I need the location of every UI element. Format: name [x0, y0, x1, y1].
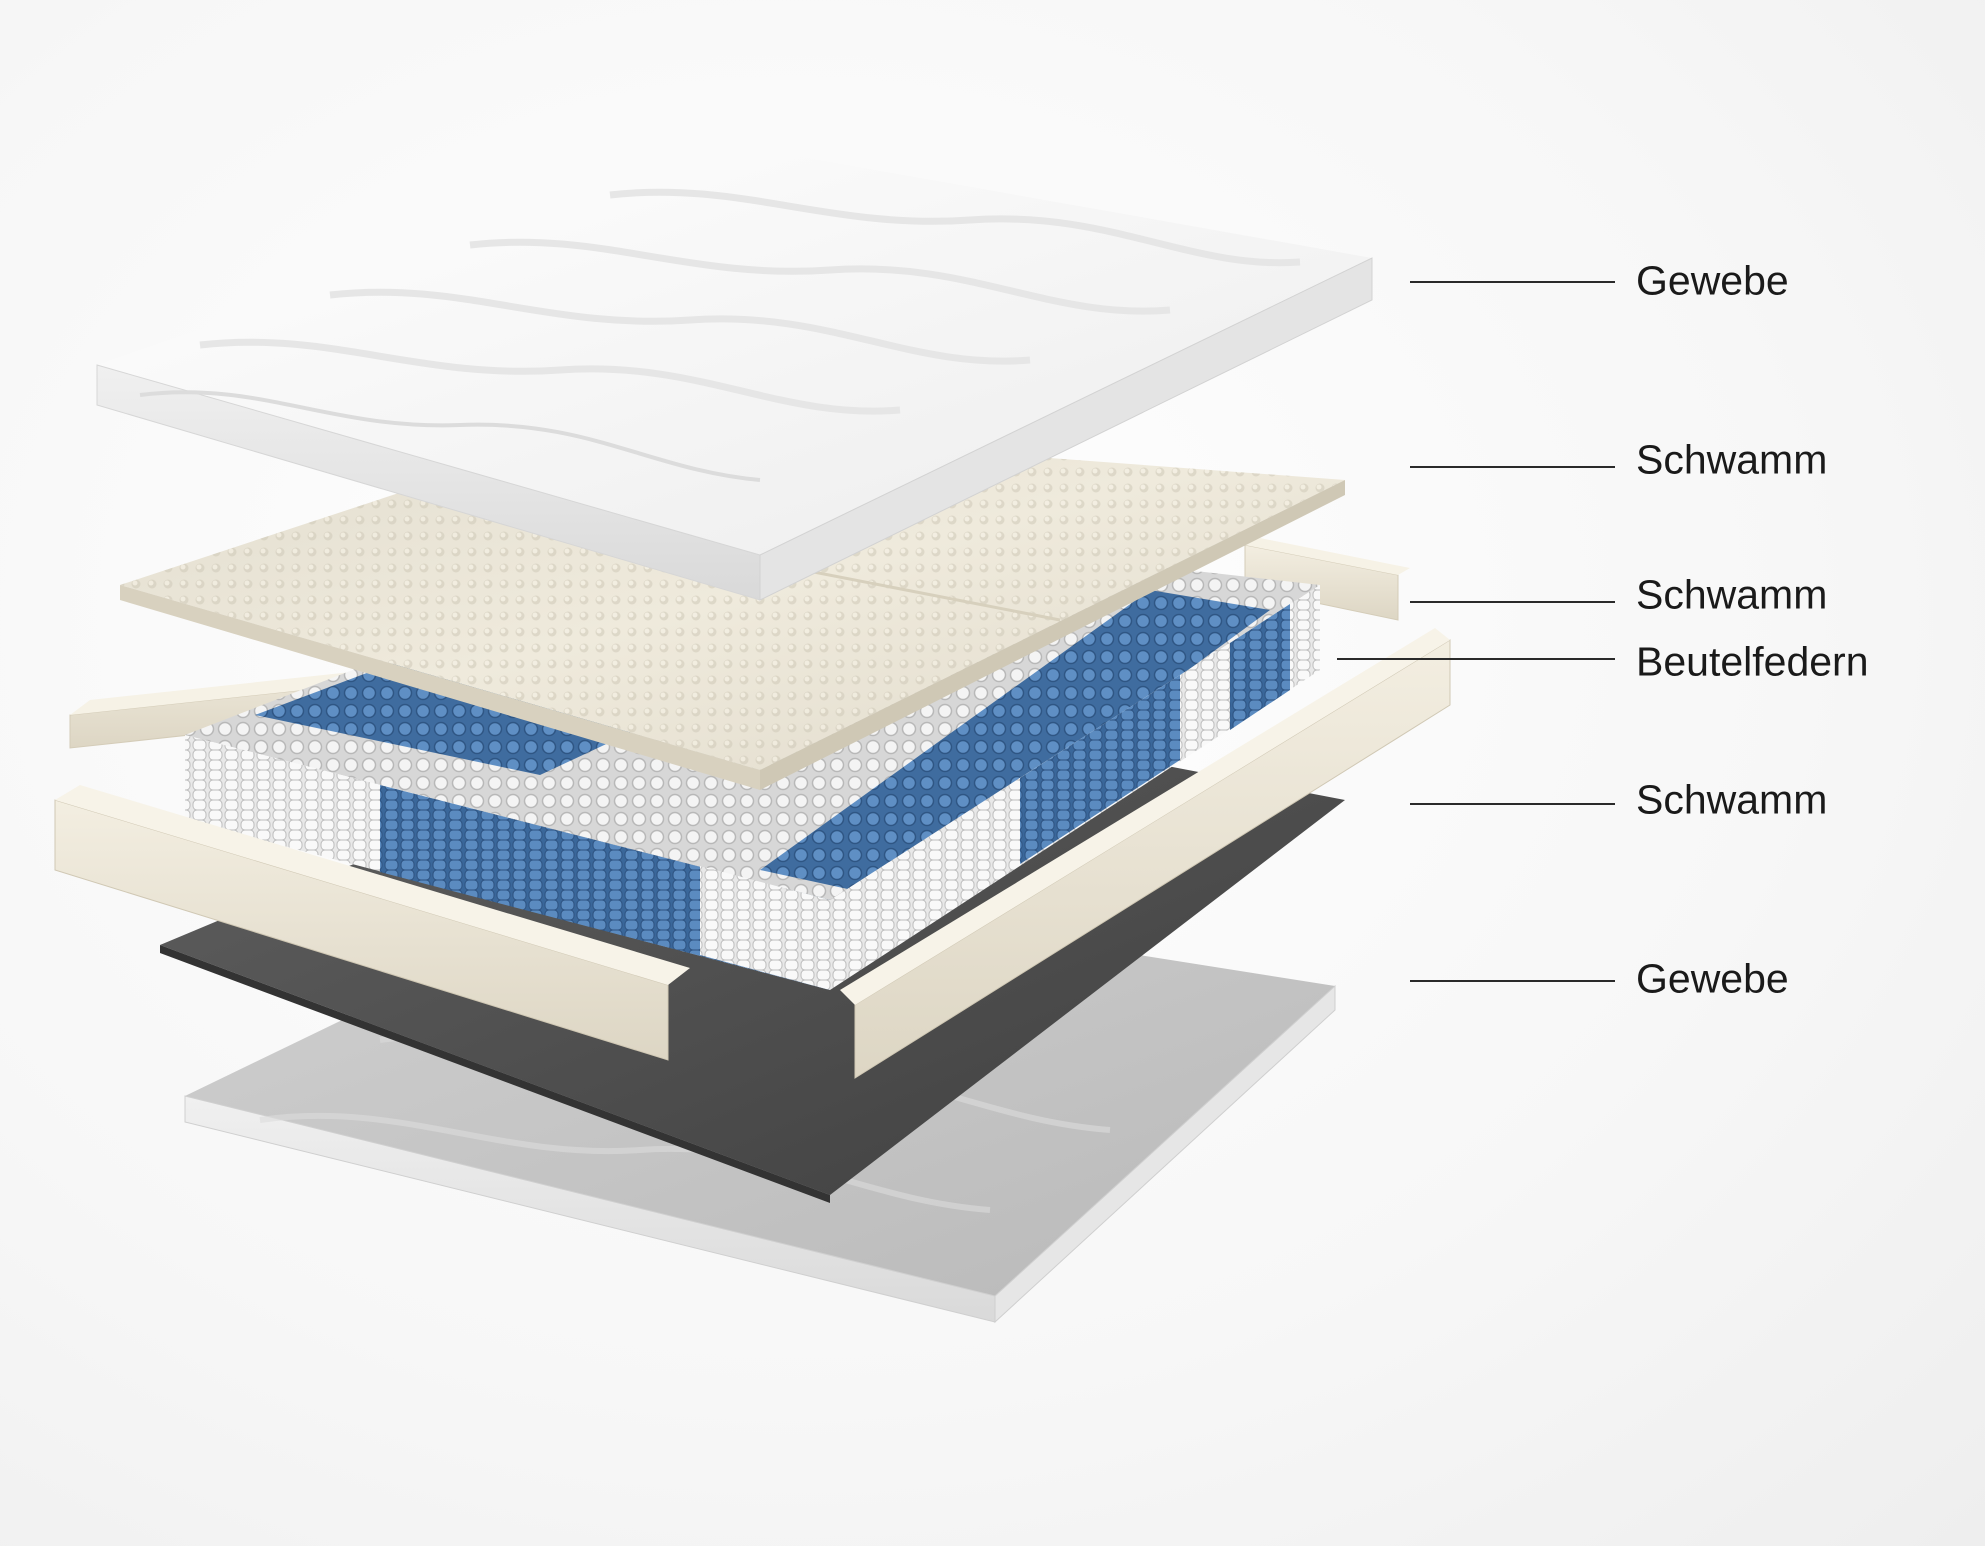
- label-schwamm-2: Schwamm: [1636, 571, 1828, 618]
- leader-line-gewebe-top: [1410, 281, 1615, 283]
- top-fabric-cover: [96, 145, 1373, 601]
- label-schwamm-3: Schwamm: [1636, 776, 1828, 823]
- side-foam-rails-front: [54, 628, 1451, 1079]
- leader-line-schwamm-1: [1410, 466, 1615, 468]
- leader-line-schwamm-2: [1410, 601, 1615, 603]
- leader-line-gewebe-bottom: [1410, 980, 1615, 982]
- top-foam-layer: [120, 425, 1345, 790]
- label-gewebe-bottom: Gewebe: [1636, 955, 1789, 1002]
- leader-line-schwamm-3: [1410, 803, 1615, 805]
- label-gewebe-top: Gewebe: [1636, 257, 1789, 304]
- label-beutelfedern: Beutelfedern: [1636, 638, 1869, 685]
- leader-line-beutelfedern: [1337, 658, 1615, 660]
- label-schwamm-1: Schwamm: [1636, 436, 1828, 483]
